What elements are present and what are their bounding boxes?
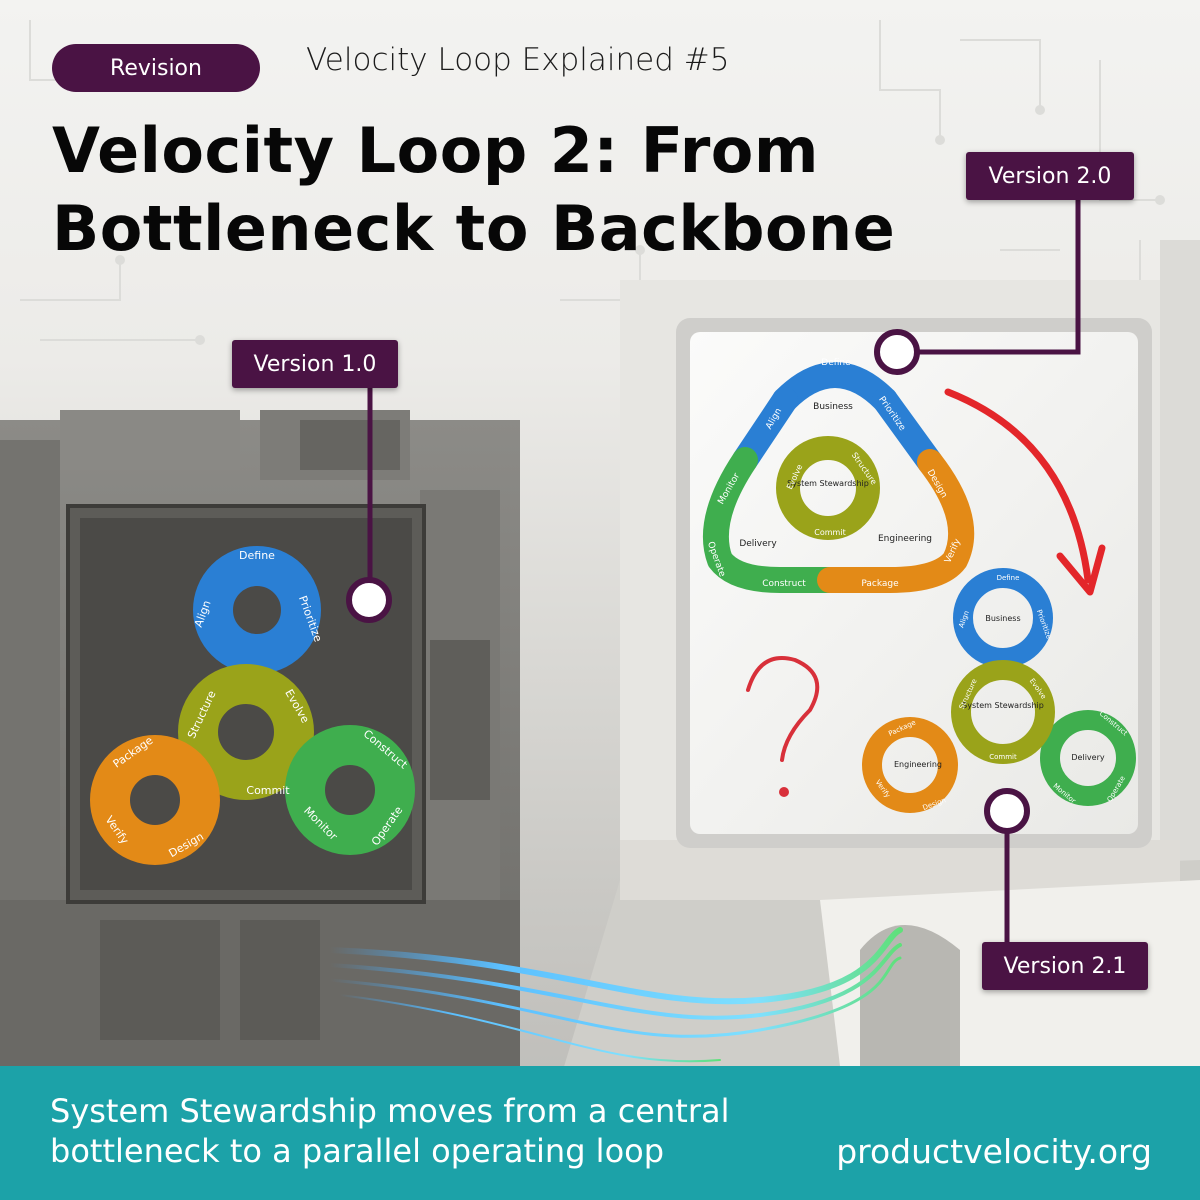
v20-connector (898, 200, 1081, 355)
footer-caption: System Stewardship moves from a central … (50, 1092, 730, 1170)
series-label: Velocity Loop Explained #5 (306, 42, 730, 78)
v20-center-title: System Stewardship (787, 479, 869, 488)
v21-region: Engineering (894, 760, 942, 769)
revision-badge: Revision (52, 44, 260, 92)
v21-label: Commit (989, 753, 1017, 761)
question-mark-icon (746, 656, 820, 762)
v10-ring-center (178, 664, 314, 800)
v21-region: Business (985, 614, 1020, 623)
v20-region: Delivery (739, 539, 777, 549)
red-arrow-icon (944, 388, 1092, 584)
footer-url: productvelocity.org (836, 1132, 1152, 1171)
v21-center-title: System Stewardship (962, 701, 1044, 710)
v21-region: Delivery (1071, 753, 1104, 762)
v21-ring-engineering (862, 717, 958, 813)
v20-label: Define (821, 358, 851, 368)
v21-callout-dot (984, 788, 1030, 834)
v10-callout-dot (346, 577, 392, 623)
v21-ring-business (953, 568, 1053, 668)
footer-bar (0, 1066, 1200, 1200)
v21-label: Define (997, 574, 1020, 582)
version-2-1-tag: Version 2.1 (982, 942, 1148, 990)
v10-ring-left (90, 735, 220, 865)
v10-label: Commit (246, 784, 290, 797)
page-title: Velocity Loop 2: From Bottleneck to Back… (52, 114, 896, 265)
v21-ring-center (951, 660, 1055, 764)
v20-ring-center (776, 436, 880, 540)
v20-label: Construct (762, 579, 806, 589)
version-2-0-tag: Version 2.0 (966, 152, 1134, 200)
v20-callout-dot (874, 329, 920, 375)
v10-ring-top (193, 546, 321, 674)
v20-region: Engineering (878, 534, 932, 544)
v10-ring-right (285, 725, 415, 855)
v20-label: Package (861, 579, 899, 589)
v21-ring-delivery (1040, 710, 1136, 806)
version-1-0-tag: Version 1.0 (232, 340, 398, 388)
v10-label: Define (239, 549, 275, 562)
v20-region: Business (813, 402, 853, 412)
v20-center-label: Commit (814, 528, 845, 537)
light-beam (327, 927, 903, 1063)
